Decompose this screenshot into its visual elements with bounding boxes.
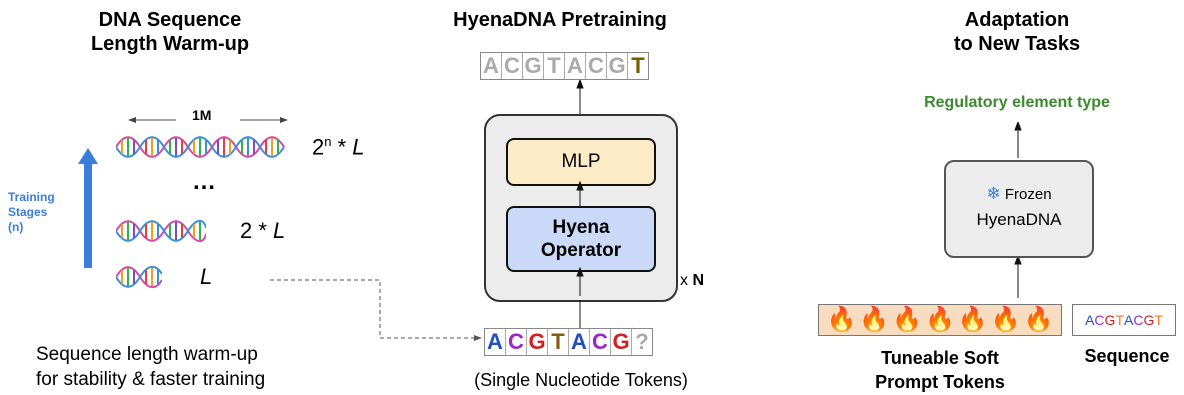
output-token: G — [607, 53, 628, 79]
hyena-operator-layer: Hyena Operator — [506, 206, 656, 272]
label-2n-sup: n — [324, 134, 332, 149]
input-token-g: G — [527, 329, 548, 355]
flame-icon: 🔥 — [925, 306, 955, 333]
length-arrows — [128, 117, 288, 123]
repeat-n: N — [692, 272, 705, 289]
output-token: C — [586, 53, 607, 79]
flame-icon: 🔥 — [859, 306, 890, 333]
training-stages-line1: Training — [8, 190, 55, 204]
sequence-token: C — [1094, 312, 1105, 328]
output-token: C — [502, 53, 523, 79]
sequence-token: C — [1133, 312, 1144, 328]
input-token-a: A — [569, 329, 590, 355]
warmup-caption-line1: Sequence length warm-up — [36, 344, 258, 365]
warmup-caption: Sequence length warm-up for stability & … — [36, 342, 265, 392]
label-2-L-var: L — [273, 218, 286, 243]
soft-prompt-box: 🔥 🔥 🔥 🔥 🔥 🔥 🔥 — [818, 304, 1062, 336]
soft-prompt-label: Tuneable Soft Prompt Tokens — [820, 346, 1060, 394]
soft-prompt-label-line1: Tuneable Soft — [881, 348, 999, 368]
right-flow-arrows — [1014, 122, 1022, 298]
middle-flow-arrows — [576, 80, 584, 330]
warmup-title-line1: DNA Sequence — [98, 9, 242, 31]
model-label: HyenaDNA — [976, 210, 1062, 229]
label-L-var: L — [200, 264, 213, 289]
sequence-token: G — [1104, 312, 1116, 328]
training-stages-line2: Stages — [8, 205, 48, 219]
dna-strand-short — [116, 265, 162, 289]
sequence-token: A — [1124, 312, 1134, 328]
output-token-predicted: T — [631, 53, 645, 78]
input-token-unknown: ? — [635, 329, 649, 354]
frozen-model-box: ❄ Frozen HyenaDNA — [944, 160, 1094, 258]
soft-prompt-label-line2: Prompt Tokens — [875, 372, 1005, 392]
flame-icon: 🔥 — [826, 306, 857, 333]
output-token: A — [481, 53, 502, 79]
flame-icon: 🔥 — [1023, 306, 1054, 333]
input-token-a: A — [485, 329, 506, 355]
length-1m-label: 1M — [192, 107, 212, 123]
input-token-row: A C G T A C G ? — [484, 328, 653, 356]
flame-icon: 🔥 — [957, 306, 988, 333]
training-stages-label: Training Stages (n) — [8, 190, 55, 235]
input-token-c: C — [506, 329, 527, 355]
input-token-g: G — [611, 329, 632, 355]
input-token-t: T — [548, 329, 569, 355]
frozen-label: Frozen — [1004, 186, 1052, 203]
sequence-token: T — [1115, 312, 1124, 328]
warmup-caption-line2: for stability & faster training — [36, 369, 266, 390]
label-2-L: 2 * L — [240, 218, 285, 244]
ellipsis: … — [192, 168, 216, 195]
warmup-to-input-connector — [270, 279, 482, 341]
repeat-prefix: x — [680, 272, 693, 289]
sequence-token: A — [1085, 312, 1095, 328]
output-token: T — [544, 53, 565, 79]
adaptation-title: Adaptation to New Tasks — [900, 8, 1134, 56]
warmup-title-line2: Length Warm-up — [90, 33, 250, 55]
training-stages-arrow — [78, 148, 98, 268]
mlp-label: MLP — [561, 151, 601, 172]
length-indicator: 1M — [128, 107, 288, 127]
repeat-label: x N — [680, 272, 704, 290]
hyena-label-line1: Hyena — [552, 217, 610, 238]
adaptation-title-line2: to New Tasks — [900, 32, 1134, 56]
adaptation-title-word3: New Tasks — [978, 33, 1081, 55]
dna-strand-long — [116, 136, 285, 158]
label-2n-L: 2n * L — [312, 134, 365, 160]
label-2n-base: 2 — [312, 134, 325, 160]
label-2n-L-var: L — [352, 134, 365, 160]
hyena-label-line2: Operator — [540, 240, 622, 261]
frozen-row: ❄ Frozen — [946, 184, 1092, 204]
sequence-label: Sequence — [1084, 346, 1170, 366]
token-caption: (Single Nucleotide Tokens) — [474, 370, 688, 390]
snowflake-icon: ❄ — [986, 184, 1001, 203]
flame-icon: 🔥 — [892, 306, 923, 333]
output-token: A — [565, 53, 586, 79]
warmup-title: DNA Sequence Length Warm-up — [60, 8, 280, 56]
sequence-token: G — [1143, 312, 1155, 328]
pretraining-title: HyenaDNA Pretraining — [453, 9, 667, 31]
output-token-row: A C G T A C G T — [480, 52, 649, 80]
input-token-c: C — [590, 329, 611, 355]
adaptation-title-line1: Adaptation — [900, 8, 1134, 32]
output-token: G — [523, 53, 544, 79]
adaptation-title-word2: to — [953, 33, 973, 55]
adaptation-title-word1: Adaptation — [964, 9, 1070, 31]
flame-icon: 🔥 — [990, 306, 1021, 333]
dna-strand-medium — [116, 219, 206, 243]
label-L: L — [200, 264, 212, 290]
label-2-prefix: 2 * — [240, 218, 274, 243]
training-stages-line3: (n) — [8, 220, 24, 234]
sequence-token: T — [1154, 312, 1163, 328]
label-2n-rest: * — [331, 134, 353, 160]
output-label: Regulatory element type — [924, 94, 1110, 111]
